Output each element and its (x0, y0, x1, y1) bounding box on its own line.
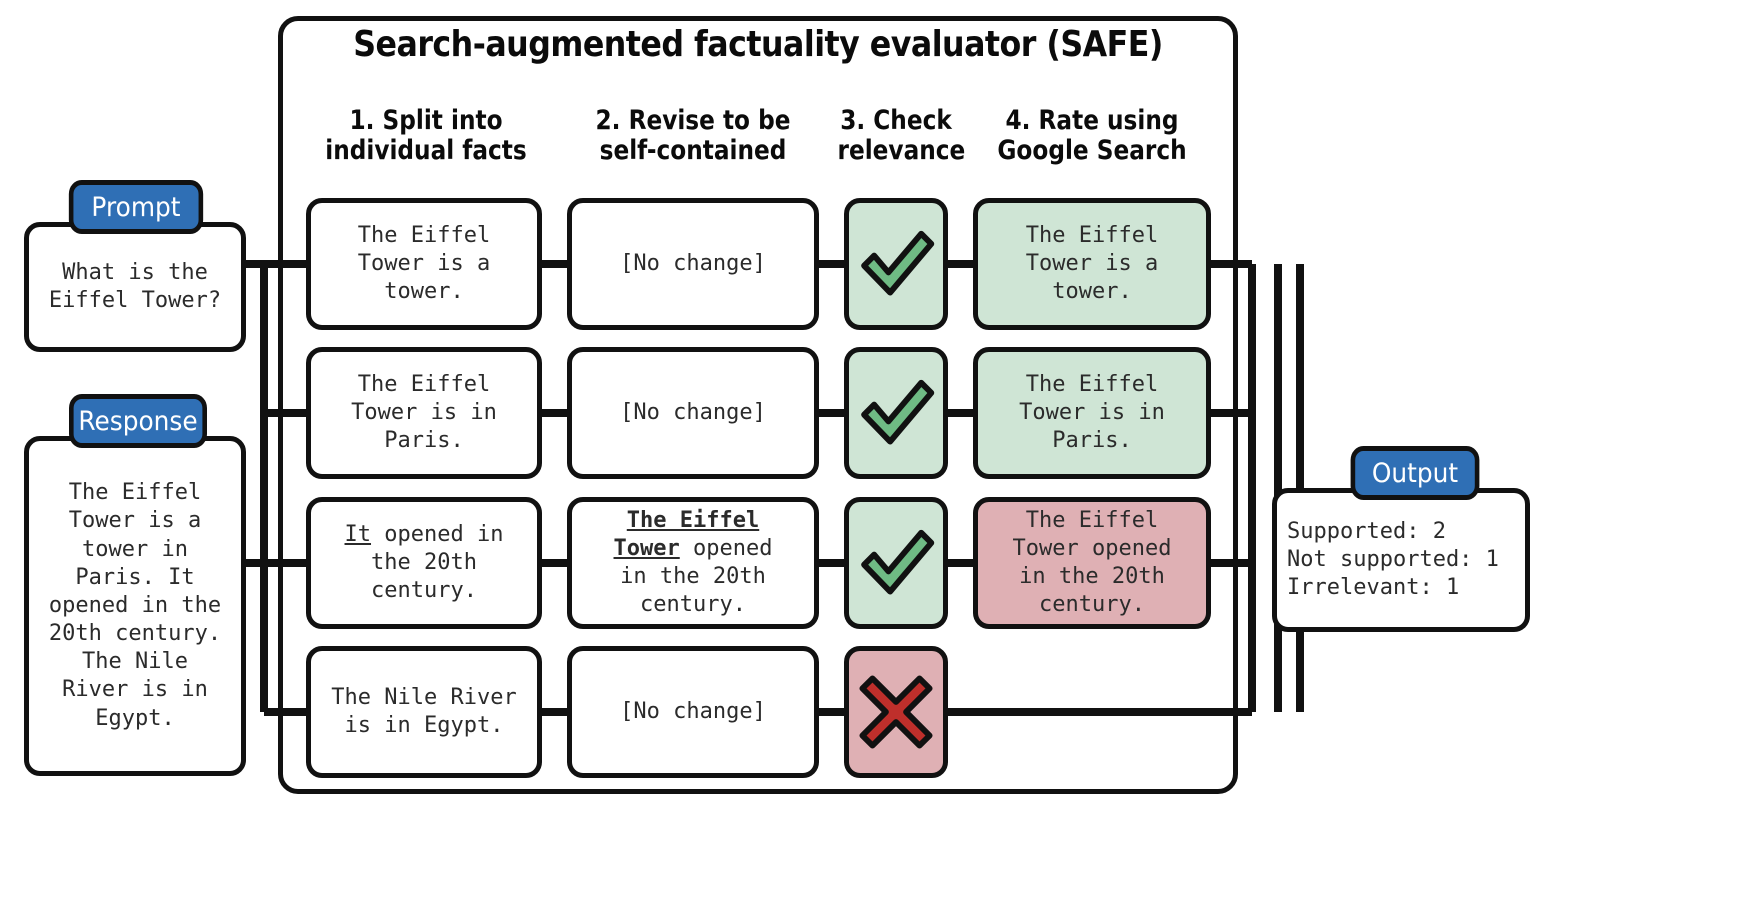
relevance-cross-box (844, 646, 948, 778)
revised-fact-text: [No change] (620, 250, 766, 276)
check-icon (861, 230, 935, 296)
revised-fact-text: The Eiffel Tower opened in the 20th cent… (606, 505, 781, 622)
revised-fact-box: [No change] (567, 347, 819, 479)
revised-fact-emphasis: The Eiffel Tower (613, 507, 760, 561)
safe-container (278, 16, 1238, 794)
revised-fact-rest: opened in the 20th century. (620, 535, 773, 618)
prompt-box: What is the Eiffel Tower? (24, 222, 246, 352)
split-fact-box: The Eiffel Tower is a tower. (306, 198, 542, 330)
output-text: Supported: 2 Not supported: 1 Irrelevant… (1287, 518, 1499, 601)
split-fact-text: The Nile River is in Egypt. (331, 684, 517, 738)
rating-box: The Eiffel Tower opened in the 20th cent… (973, 497, 1211, 629)
split-fact-text: The Eiffel Tower is a tower. (357, 222, 491, 305)
check-icon (861, 379, 935, 445)
rating-text: The Eiffel Tower is in Paris. (1019, 371, 1165, 454)
output-box: Supported: 2 Not supported: 1 Irrelevant… (1272, 488, 1530, 632)
revised-fact-box: [No change] (567, 646, 819, 778)
revised-fact-text: [No change] (620, 399, 766, 425)
split-fact-text: It opened in the 20th century. (337, 519, 512, 607)
rating-text: The Eiffel Tower opened in the 20th cent… (1012, 507, 1172, 618)
column-header-rate: 4. Rate using Google Search (997, 105, 1187, 167)
cross-icon (859, 675, 933, 749)
prompt-text: What is the Eiffel Tower? (48, 259, 222, 313)
revised-fact-box: [No change] (567, 198, 819, 330)
column-header-revise: 2. Revise to be self-contained (595, 105, 791, 167)
split-fact-box: It opened in the 20th century. (306, 497, 542, 629)
output-tag: Output (1350, 446, 1480, 500)
prompt-tag: Prompt (68, 180, 204, 234)
split-fact-box: The Nile River is in Egypt. (306, 646, 542, 778)
revised-fact-text: [No change] (620, 698, 766, 724)
split-fact-text: The Eiffel Tower is in Paris. (351, 371, 497, 454)
relevance-check-box (844, 347, 948, 479)
page-title: Search-augmented factuality evaluator (S… (353, 24, 1163, 65)
split-fact-rest: opened in the 20th century. (371, 521, 504, 604)
split-fact-underlined: It (344, 521, 372, 547)
response-box: The Eiffel Tower is a tower in Paris. It… (24, 436, 246, 776)
rating-box: The Eiffel Tower is in Paris. (973, 347, 1211, 479)
revised-fact-box: The Eiffel Tower opened in the 20th cent… (567, 497, 819, 629)
relevance-check-box (844, 198, 948, 330)
response-tag: Response (69, 394, 207, 448)
rating-box: The Eiffel Tower is a tower. (973, 198, 1211, 330)
relevance-check-box (844, 497, 948, 629)
column-header-split: 1. Split into individual facts (325, 105, 527, 167)
split-fact-box: The Eiffel Tower is in Paris. (306, 347, 542, 479)
rating-text: The Eiffel Tower is a tower. (1025, 222, 1159, 305)
response-text: The Eiffel Tower is a tower in Paris. It… (48, 480, 222, 731)
column-header-relevance: 3. Check relevance (837, 105, 966, 167)
check-icon (861, 529, 935, 595)
